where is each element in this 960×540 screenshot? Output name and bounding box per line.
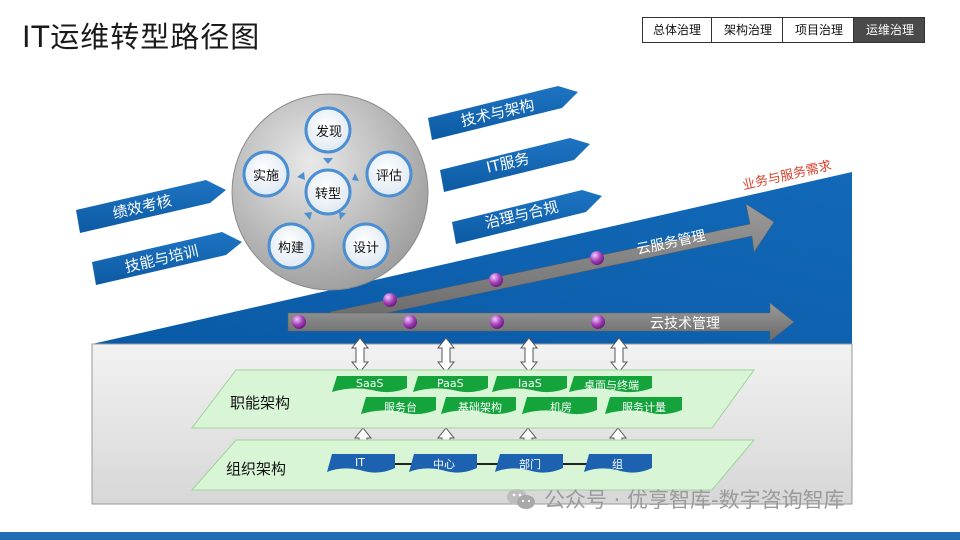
cycle-node-implement-label: 实施 [253,169,280,184]
breadcrumb-item-overall[interactable]: 总体治理 [642,17,712,43]
watermark: 公众号 · 优享智库-数字咨询智库 [506,484,845,514]
func-box-datacenter[interactable] [522,397,597,415]
left-arrow-performance[interactable] [76,180,226,233]
func-box-iaas-label: IaaS [518,377,542,390]
right-arrow-itservice[interactable] [440,138,590,192]
breadcrumb-item-operations[interactable]: 运维治理 [853,17,926,43]
org-box-group[interactable] [584,454,652,473]
func-box-infra-label: 基础架构 [458,401,502,414]
breadcrumb-item-architecture[interactable]: 架构治理 [711,17,783,43]
org-box-center-label: 中心 [433,458,455,471]
func-box-infra[interactable] [441,397,516,415]
right-arrow-tech[interactable] [428,86,578,140]
cycle-node-evaluate-label: 评估 [376,169,403,184]
org-arch-label: 组织架构 [226,460,287,478]
org-box-it[interactable] [327,454,395,473]
cycle-node-center[interactable] [304,168,352,216]
functional-arch-label: 职能架构 [230,394,291,412]
milestone-dot [292,315,306,329]
org-box-group-label: 组 [612,458,623,471]
watermark-text: 公众号 · 优享智库-数字咨询智库 [544,488,845,512]
cycle-node-build-label: 构建 [278,241,305,256]
func-box-servicedesk[interactable] [361,397,436,415]
cycle-node-design[interactable] [342,222,390,270]
right-arrow-governance[interactable] [452,190,602,244]
org-box-center[interactable] [409,454,477,473]
func-box-metering-label: 服务计量 [622,401,666,414]
func-box-paas[interactable] [413,376,488,393]
cycle-node-discover-label: 发现 [316,125,343,140]
business-demand-slope [92,172,852,344]
milestone-dot [490,315,504,329]
func-box-saas-label: SaaS [356,377,384,390]
milestone-dot [403,315,417,329]
cycle-node-discover[interactable] [304,106,352,154]
func-box-desktop[interactable] [569,376,652,393]
cycle-node-evaluate[interactable] [365,150,413,198]
func-box-datacenter-label: 机房 [550,401,572,414]
cycle-node-design-label: 设计 [353,241,380,256]
cloud-tech-arrow [287,302,795,342]
cycle-node-build[interactable] [267,222,315,270]
milestone-dot [383,293,397,307]
func-box-desktop-label: 桌面与终端 [584,379,639,392]
org-box-department-label: 部门 [519,458,541,471]
footer-bar [0,532,960,540]
func-box-saas[interactable] [332,376,407,393]
func-box-metering[interactable] [605,397,682,415]
cloud-service-arrow [329,203,775,325]
func-box-iaas[interactable] [492,376,567,393]
breadcrumb: 总体治理 架构治理 项目治理 运维治理 [642,17,926,43]
org-box-it-label: IT [355,456,365,469]
func-box-paas-label: PaaS [437,377,464,390]
cycle-connectors [297,158,359,220]
cloud-tech-label: 云技术管理 [650,316,720,332]
func-box-servicedesk-label: 服务台 [384,401,417,414]
left-arrow-skills[interactable] [92,232,242,285]
wechat-icon [507,489,535,509]
cycle-node-implement[interactable] [242,150,290,198]
cycle-center-label: 转型 [315,187,342,202]
breadcrumb-item-project[interactable]: 项目治理 [782,17,854,43]
milestone-dot [590,251,604,265]
org-box-department[interactable] [495,454,563,473]
page-title: IT运维转型路径图 [22,20,261,54]
milestone-dot [591,315,605,329]
milestone-dot [489,273,503,287]
